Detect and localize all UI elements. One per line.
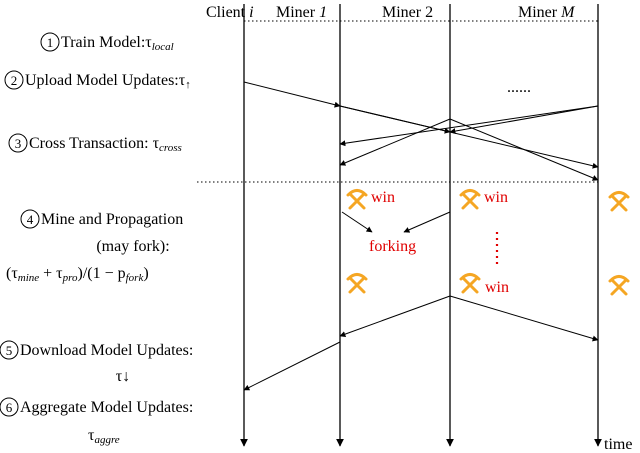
step-text: Aggregate Model Updates: [20, 399, 193, 416]
win-label: win [371, 189, 395, 206]
step-text: Upload Model Updates:τ↑ [25, 72, 191, 91]
header-miner-2: Miner 2 [382, 4, 433, 21]
step-text-line2: (may fork): [96, 238, 169, 255]
cross-arrow [339, 118, 451, 166]
step-6: 6 Aggregate Model Updates: τaggre [0, 397, 193, 446]
step-text: Train Model:τlocal [61, 34, 174, 53]
header-client: Client i [206, 4, 254, 21]
step-formula: (τmine + τpro)/(1 − pfork) [6, 265, 149, 284]
ellipsis: ...... [507, 79, 531, 96]
header-miner-1: Miner 1 [276, 4, 327, 21]
step-number: 6 [6, 400, 13, 415]
upload-arrow [243, 81, 341, 108]
step-2: 2 Upload Model Updates:τ↑ [4, 70, 191, 91]
pickaxe-icon [459, 189, 481, 210]
pickaxe-icon [459, 273, 481, 294]
step-text: Download Model Updates: [20, 342, 193, 359]
final-propagation-arrow [449, 295, 599, 342]
step-text-line2: τaggre [88, 427, 120, 446]
step-number: 4 [27, 212, 34, 227]
step-number: 2 [11, 73, 18, 88]
win-label: win [484, 189, 508, 206]
pickaxe-icon [608, 275, 630, 296]
time-label: time [604, 436, 632, 453]
step-number: 5 [6, 343, 13, 358]
header-miner-m: Miner M [518, 4, 576, 21]
propagation-arrow [403, 211, 451, 233]
step-3: 3 Cross Transaction: τcross [8, 133, 182, 154]
download-arrow [243, 341, 341, 391]
step-text: Cross Transaction: τcross [29, 135, 182, 154]
step-4: 4 Mine and Propagation (may fork): (τmin… [6, 209, 183, 284]
win-label: win [485, 279, 509, 296]
pickaxe-icon [346, 273, 368, 294]
step-text: Mine and Propagation [41, 211, 183, 228]
step-5: 5 Download Model Updates: τ↓ [0, 340, 193, 385]
cross-arrow [449, 118, 599, 181]
step-1: 1 Train Model:τlocal [40, 32, 174, 53]
propagation-arrow [341, 211, 373, 233]
step-text-line2: τ↓ [116, 368, 130, 385]
pickaxe-icon [346, 189, 368, 210]
cross-arrow [339, 105, 599, 169]
cross-arrow [449, 105, 599, 135]
pickaxe-icon [608, 191, 630, 212]
step-number: 3 [15, 136, 22, 151]
step-number: 1 [47, 35, 54, 50]
cross-arrow [339, 105, 599, 147]
final-propagation-arrow [339, 295, 451, 337]
forking-label: forking [369, 238, 416, 255]
